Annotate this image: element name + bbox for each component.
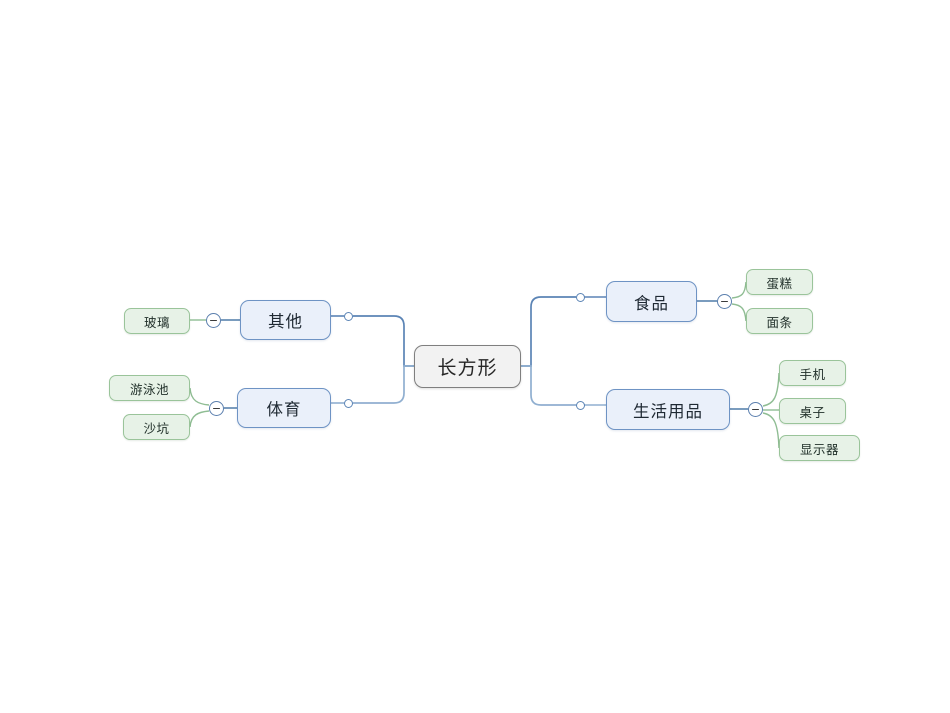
collapse-toggle-qita[interactable] [206, 313, 221, 328]
branch-node-shipin[interactable]: 食品 [606, 281, 697, 322]
collapse-toggle-tiyu[interactable] [209, 401, 224, 416]
edge-toggle-to-shakeng [189, 410, 210, 428]
leaf-node-shakeng[interactable]: 沙坑 [123, 414, 190, 440]
leaf-node-boli[interactable]: 玻璃 [124, 308, 190, 334]
branch-node-tiyu[interactable]: 体育 [237, 388, 331, 428]
edge-root-to-tiyu [353, 365, 414, 404]
root-node-label: 长方形 [437, 357, 498, 379]
edge-root-to-qita [353, 315, 414, 367]
edge-toggle-to-dangao [731, 281, 747, 299]
leaf-node-xianshiqi-label: 显示器 [799, 441, 839, 457]
leaf-node-youyongchi-label: 游泳池 [129, 381, 169, 397]
edge-toggle-to-youyongchi [189, 387, 210, 406]
collapse-toggle-shipin[interactable] [717, 294, 732, 309]
minus-icon [210, 319, 217, 322]
connector-dot-shenghuoyongpin[interactable] [576, 401, 585, 410]
edge-root-to-shipin [521, 296, 576, 367]
leaf-node-shakeng-label: 沙坑 [143, 420, 170, 436]
branch-node-qita-label: 其他 [268, 312, 303, 331]
branch-node-qita[interactable]: 其他 [240, 300, 331, 340]
connector-dot-qita[interactable] [344, 312, 353, 321]
collapse-toggle-shenghuoyongpin[interactable] [748, 402, 763, 417]
edge-root-to-shenghuoyongpin [521, 365, 576, 406]
minus-icon [213, 407, 220, 410]
edge-toggle-to-shouji [762, 372, 780, 407]
leaf-node-shouji[interactable]: 手机 [779, 360, 846, 386]
edge-toggle-to-xianshiqi [762, 412, 780, 449]
branch-node-shenghuoyongpin[interactable]: 生活用品 [606, 389, 730, 430]
connector-dot-tiyu[interactable] [344, 399, 353, 408]
leaf-node-zhuozi[interactable]: 桌子 [779, 398, 846, 424]
leaf-node-youyongchi[interactable]: 游泳池 [109, 375, 190, 401]
branch-node-tiyu-label: 体育 [266, 400, 302, 419]
leaf-node-dangao[interactable]: 蛋糕 [746, 269, 813, 295]
leaf-node-zhuozi-label: 桌子 [799, 404, 826, 420]
leaf-node-xianshiqi[interactable]: 显示器 [779, 435, 860, 461]
edge-toggle-to-miantiao [731, 303, 747, 322]
leaf-node-miantiao[interactable]: 面条 [746, 308, 813, 334]
leaf-node-miantiao-label: 面条 [766, 314, 793, 330]
branch-node-shipin-label: 食品 [634, 293, 669, 313]
root-node[interactable]: 长方形 [414, 345, 521, 388]
leaf-node-shouji-label: 手机 [799, 366, 826, 382]
minus-icon [752, 408, 759, 411]
leaf-node-boli-label: 玻璃 [143, 314, 170, 330]
minus-icon [721, 300, 728, 303]
branch-node-shenghuoyongpin-label: 生活用品 [633, 401, 703, 421]
leaf-node-dangao-label: 蛋糕 [766, 275, 793, 291]
connector-dot-shipin[interactable] [576, 293, 585, 302]
